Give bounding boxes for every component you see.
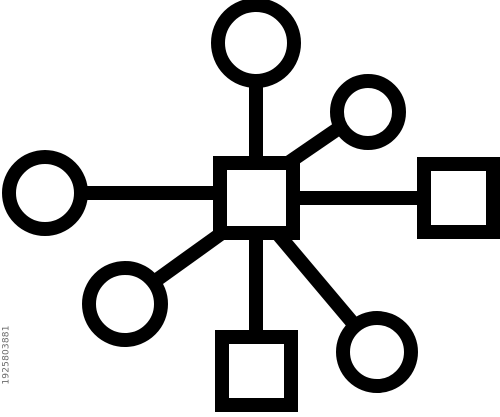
upper-right-circle-node bbox=[330, 74, 406, 150]
stock-id-caption: 1925803881 bbox=[0, 300, 13, 410]
hub-square-node bbox=[213, 156, 300, 240]
lower-right-circle-node bbox=[336, 311, 418, 393]
stock-id-text: 1925803881 bbox=[1, 325, 12, 385]
right-square-node bbox=[417, 157, 500, 239]
lower-left-circle-node bbox=[82, 261, 168, 347]
bottom-square-node bbox=[215, 330, 298, 412]
connector-lower-right bbox=[271, 228, 358, 327]
left-circle-node bbox=[2, 150, 88, 236]
top-circle-node bbox=[211, 0, 301, 88]
connector-lower-left bbox=[153, 227, 227, 285]
